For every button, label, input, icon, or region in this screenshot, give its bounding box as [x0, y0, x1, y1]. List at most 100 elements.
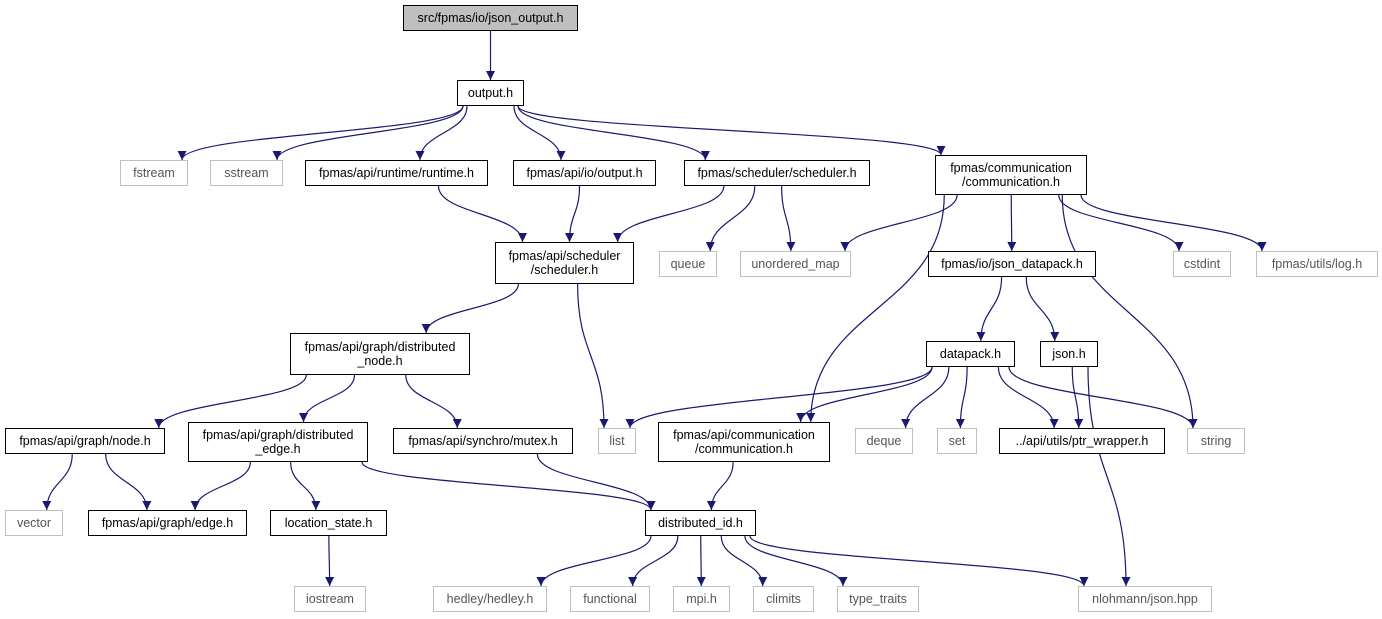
node-label-line: vector — [16, 516, 52, 530]
edge-scheduler_scheduler_h-to-api_scheduler_h — [613, 185, 725, 243]
edge-distributed_node_h-to-node_h — [154, 374, 307, 429]
edge-communication_h-to-log_h — [1080, 194, 1267, 252]
node-api-scheduler-h[interactable]: fpmas/api/scheduler/scheduler.h — [495, 242, 634, 284]
node-log-h: fpmas/utils/log.h — [1256, 251, 1378, 277]
edge-mutex_h-to-distributed_id_h — [536, 453, 656, 511]
node-queue: queue — [659, 251, 717, 277]
edge-distributed_id_h-to-mpi_h — [696, 535, 706, 587]
node-label-line: sstream — [224, 166, 269, 180]
edge-distributed_id_h-to-functional — [628, 535, 679, 587]
node-distributed-id-h[interactable]: distributed_id.h — [645, 510, 756, 536]
node-set: set — [937, 428, 977, 454]
node-label-line: json.h — [1052, 347, 1086, 361]
edge-json_datapack_h-to-json_h — [1025, 276, 1060, 342]
node-output-h[interactable]: output.h — [457, 80, 524, 106]
node-label-line: /scheduler.h — [530, 263, 599, 277]
node-edge-h[interactable]: fpmas/api/graph/edge.h — [88, 510, 247, 536]
edge-distributed_id_h-to-hedley_h — [536, 535, 652, 587]
node-scheduler-scheduler-h[interactable]: fpmas/scheduler/scheduler.h — [684, 160, 870, 186]
node-label-line: /communication.h — [695, 442, 793, 456]
node-api-io-output-h[interactable]: fpmas/api/io/output.h — [513, 160, 656, 186]
node-string: string — [1187, 428, 1245, 454]
edge-node_h-to-edge_h — [105, 453, 152, 511]
edge-distributed_id_h-to-nlohmann_json_hpp — [749, 535, 1089, 587]
node-label-line: /communication.h — [962, 175, 1060, 189]
node-label-line: set — [948, 434, 966, 448]
node-label-line: src/fpmas/io/json_output.h — [417, 11, 564, 25]
node-label-line: fpmas/api/io/output.h — [526, 166, 643, 180]
node-runtime-h[interactable]: fpmas/api/runtime/runtime.h — [305, 160, 488, 186]
edge-distributed_edge_h-to-location_state_h — [290, 461, 321, 511]
edge-distributed_id_h-to-type_traits — [744, 535, 848, 587]
edge-distributed_edge_h-to-distributed_id_h — [361, 461, 656, 511]
node-deque: deque — [855, 428, 913, 454]
edge-datapack_h-to-set — [955, 366, 968, 429]
node-list: list — [598, 428, 636, 454]
node-label-line: cstdint — [1183, 257, 1221, 271]
node-fstream: fstream — [120, 160, 188, 186]
node-label-line: mpi.h — [686, 592, 717, 606]
edge-communication_h-to-cstdint — [1058, 194, 1184, 252]
edge-location_state_h-to-iostream — [325, 535, 335, 587]
node-unordered-map: unordered_map — [740, 251, 851, 277]
node-communication-h[interactable]: fpmas/communication/communication.h — [935, 155, 1087, 195]
edge-output_h-to-runtime_h — [415, 105, 468, 161]
node-label-line: location_state.h — [284, 516, 373, 530]
node-label-line: iostream — [306, 592, 354, 606]
node-label-line: fpmas/api/graph/edge.h — [101, 516, 234, 530]
edge-json_h-to-nlohmann_json_hpp — [1087, 366, 1131, 587]
node-json-datapack-h[interactable]: fpmas/io/json_datapack.h — [928, 251, 1096, 277]
node-label-line: fpmas/api/runtime/runtime.h — [319, 166, 474, 180]
node-label-line: type_traits — [849, 592, 907, 606]
edge-distributed_node_h-to-mutex_h — [405, 374, 462, 429]
node-json-output-h[interactable]: src/fpmas/io/json_output.h — [403, 5, 578, 31]
edge-output_h-to-fstream — [177, 105, 464, 161]
edge-distributed_node_h-to-distributed_edge_h — [299, 374, 356, 423]
node-vector: vector — [5, 510, 63, 536]
edge-distributed_id_h-to-climits — [720, 535, 768, 587]
node-node-h[interactable]: fpmas/api/graph/node.h — [5, 428, 165, 454]
node-label-line: unordered_map — [751, 257, 840, 271]
edge-communication_h-to-unordered_map — [840, 194, 958, 252]
node-iostream: iostream — [294, 586, 366, 612]
node-json-h[interactable]: json.h — [1040, 341, 1098, 367]
node-label-line: fpmas/io/json_datapack.h — [941, 257, 1083, 271]
node-label-line: fpmas/api/scheduler — [508, 249, 621, 263]
node-type-traits: type_traits — [837, 586, 919, 612]
node-label-line: string — [1200, 434, 1232, 448]
edge-communication_h-to-string — [1061, 194, 1198, 429]
edge-api_scheduler_h-to-distributed_node_h — [421, 283, 519, 334]
edge-datapack_h-to-list — [625, 366, 933, 429]
node-label-line: fpmas/communication — [950, 161, 1072, 175]
node-label-line: output.h — [467, 86, 514, 100]
edge-api_io_output_h-to-api_scheduler_h — [565, 185, 581, 243]
node-location-state-h[interactable]: location_state.h — [270, 510, 387, 536]
edge-api_scheduler_h-to-list — [577, 283, 609, 429]
node-api-communication-h[interactable]: fpmas/api/communication/communication.h — [658, 422, 830, 462]
node-label-line: hedley/hedley.h — [446, 592, 534, 606]
node-label-line: distributed_id.h — [658, 516, 743, 530]
node-label-line: list — [609, 434, 625, 448]
node-mpi-h: mpi.h — [673, 586, 730, 612]
node-climits: climits — [753, 586, 814, 612]
node-label-line: _node.h — [357, 354, 403, 368]
node-label-line: climits — [766, 592, 801, 606]
edge-distributed_edge_h-to-edge_h — [190, 461, 251, 511]
node-distributed-node-h[interactable]: fpmas/api/graph/distributed_node.h — [290, 333, 470, 375]
node-distributed-edge-h[interactable]: fpmas/api/graph/distributed_edge.h — [188, 422, 368, 462]
node-label-line: nlohmann/json.hpp — [1092, 592, 1198, 606]
node-label-line: fstream — [133, 166, 175, 180]
edge-json_datapack_h-to-datapack_h — [976, 276, 1003, 342]
node-label-line: fpmas/api/graph/distributed — [304, 340, 456, 354]
node-ptr-wrapper-h[interactable]: ../api/utils/ptr_wrapper.h — [999, 428, 1165, 454]
node-label-line: functional — [583, 592, 637, 606]
edge-communication_h-to-api_communication_h — [806, 194, 945, 423]
node-mutex-h[interactable]: fpmas/api/synchro/mutex.h — [393, 428, 573, 454]
node-label-line: fpmas/api/synchro/mutex.h — [408, 434, 558, 448]
edge-datapack_h-to-string — [1008, 366, 1198, 429]
edge-communication_h-to-json_datapack_h — [1007, 194, 1017, 252]
edge-runtime_h-to-api_scheduler_h — [437, 185, 527, 243]
node-datapack-h[interactable]: datapack.h — [926, 341, 1015, 367]
